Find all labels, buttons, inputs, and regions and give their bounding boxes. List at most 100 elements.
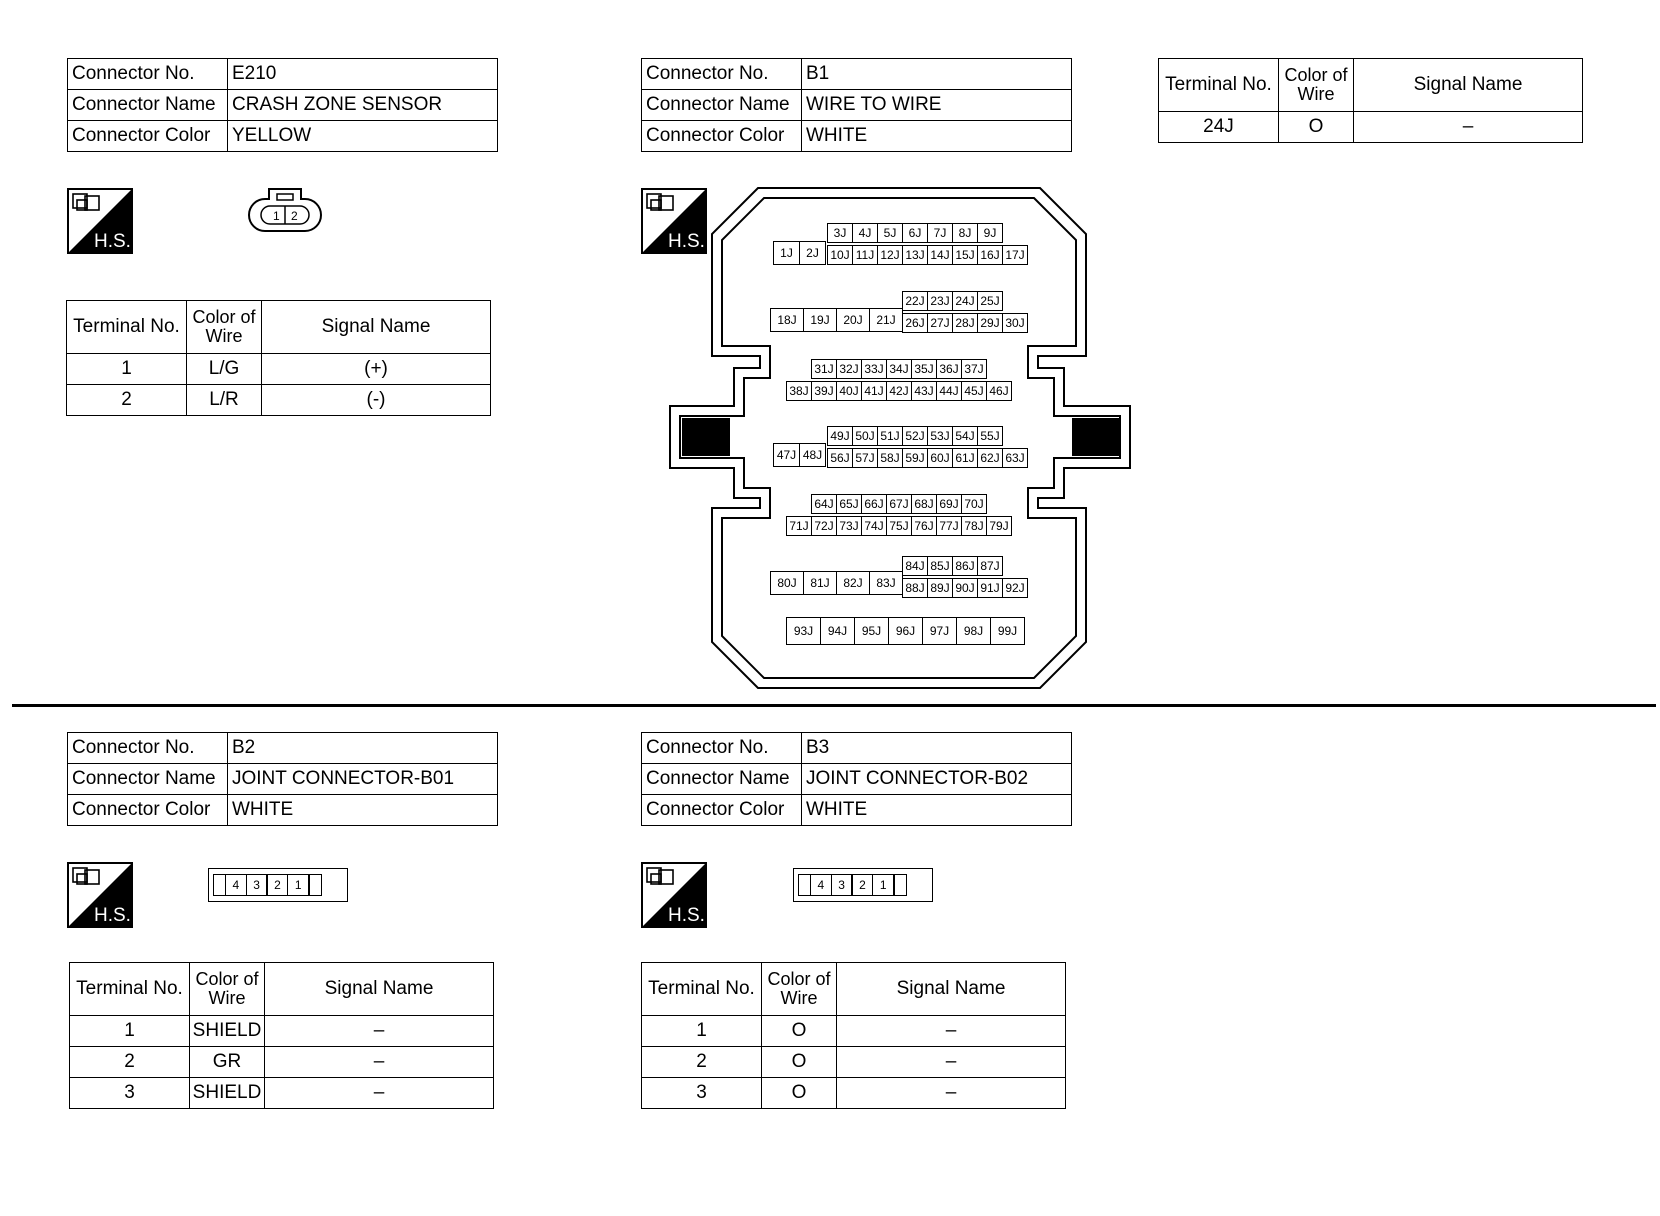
pin-15J: 15J [952, 245, 978, 265]
pin-62J: 62J [977, 448, 1003, 468]
connector-color-value: WHITE [801, 120, 1072, 152]
pin-27J: 27J [927, 313, 953, 333]
terminal-no: 1 [69, 1015, 190, 1047]
hs-label: H.S. [94, 231, 131, 252]
signal-name-header: Signal Name [261, 300, 491, 354]
terminal-no-header: Terminal No. [641, 962, 762, 1016]
lock-tab-right [309, 874, 323, 896]
wire-color: O [761, 1077, 837, 1109]
b2-connector-face: 4 3 2 1 [208, 868, 348, 902]
pin-86J: 86J [952, 556, 978, 576]
connector-no-label: Connector No. [67, 58, 228, 90]
pin-48J: 48J [799, 443, 826, 467]
pin-75J: 75J [886, 516, 912, 536]
pin-91J: 91J [977, 578, 1003, 598]
b3-connector-face: 4 3 2 1 [793, 868, 933, 902]
pin-23J: 23J [927, 291, 953, 311]
signal-name: – [264, 1077, 494, 1109]
pin-82J: 82J [836, 571, 870, 595]
pin-8J: 8J [952, 223, 978, 243]
pin-41J: 41J [861, 381, 887, 401]
pin-67J: 67J [886, 494, 912, 514]
pin-30J: 30J [1002, 313, 1028, 333]
connector-color-value: WHITE [227, 794, 498, 826]
connector-no-value: E210 [227, 58, 498, 90]
pin-78J: 78J [961, 516, 987, 536]
pin-74J: 74J [861, 516, 887, 536]
pin-43J: 43J [911, 381, 937, 401]
pin-47J: 47J [773, 443, 800, 467]
pin-40J: 40J [836, 381, 862, 401]
connector-color-label: Connector Color [641, 794, 802, 826]
terminal-no-header: Terminal No. [1158, 58, 1279, 112]
pin-81J: 81J [803, 571, 837, 595]
connector-color-label: Connector Color [641, 120, 802, 152]
pin-9J: 9J [977, 223, 1003, 243]
pin-54J: 54J [952, 426, 978, 446]
connector-name-value: WIRE TO WIRE [801, 89, 1072, 121]
pin-4J: 4J [852, 223, 878, 243]
pin-2: 2 [266, 874, 289, 896]
terminal-no: 1 [66, 353, 187, 385]
wire-color: SHIELD [189, 1015, 265, 1047]
pin-79J: 79J [986, 516, 1012, 536]
pin-51J: 51J [877, 426, 903, 446]
pin-1: 1 [273, 209, 280, 223]
pin-2: 2 [851, 874, 874, 896]
harness-side-icon: H.S. [641, 862, 707, 928]
pin-31J: 31J [811, 359, 837, 379]
pin-97J: 97J [922, 617, 957, 645]
connector-name-label: Connector Name [641, 89, 802, 121]
terminal-no: 24J [1158, 111, 1279, 143]
pin-2: 2 [291, 209, 298, 223]
pin-4: 4 [809, 874, 832, 896]
pin-11J: 11J [852, 245, 878, 265]
pin-18J: 18J [770, 308, 804, 332]
pin-84J: 84J [902, 556, 928, 576]
pin-61J: 61J [952, 448, 978, 468]
wire-color: O [761, 1015, 837, 1047]
pin-71J: 71J [786, 516, 812, 536]
harness-side-icon: H.S. [67, 188, 133, 254]
signal-name: – [1353, 111, 1583, 143]
terminal-no: 1 [641, 1015, 762, 1047]
pin-95J: 95J [854, 617, 889, 645]
pin-14J: 14J [927, 245, 953, 265]
pin-38J: 38J [786, 381, 812, 401]
pin-4: 4 [224, 874, 247, 896]
connector-color-value: WHITE [801, 794, 1072, 826]
pin-85J: 85J [927, 556, 953, 576]
terminal-no: 3 [641, 1077, 762, 1109]
pin-73J: 73J [836, 516, 862, 536]
pin-39J: 39J [811, 381, 837, 401]
pin-92J: 92J [1002, 578, 1028, 598]
connector-color-label: Connector Color [67, 120, 228, 152]
pin-6J: 6J [902, 223, 928, 243]
pin-12J: 12J [877, 245, 903, 265]
terminal-no: 3 [69, 1077, 190, 1109]
connector-name-value: JOINT CONNECTOR-B02 [801, 763, 1072, 795]
signal-name-header: Signal Name [264, 962, 494, 1016]
pin-17J: 17J [1002, 245, 1028, 265]
signal-name: – [836, 1015, 1066, 1047]
signal-name: – [836, 1077, 1066, 1109]
pin-72J: 72J [811, 516, 837, 536]
pin-58J: 58J [877, 448, 903, 468]
pin-99J: 99J [990, 617, 1025, 645]
pin-96J: 96J [888, 617, 923, 645]
pin-29J: 29J [977, 313, 1003, 333]
connector-name-value: CRASH ZONE SENSOR [227, 89, 498, 121]
pin-33J: 33J [861, 359, 887, 379]
pin-1: 1 [872, 874, 895, 896]
signal-name: – [264, 1046, 494, 1078]
connector-color-label: Connector Color [67, 794, 228, 826]
terminal-no: 2 [69, 1046, 190, 1078]
pin-87J: 87J [977, 556, 1003, 576]
pin-46J: 46J [986, 381, 1012, 401]
